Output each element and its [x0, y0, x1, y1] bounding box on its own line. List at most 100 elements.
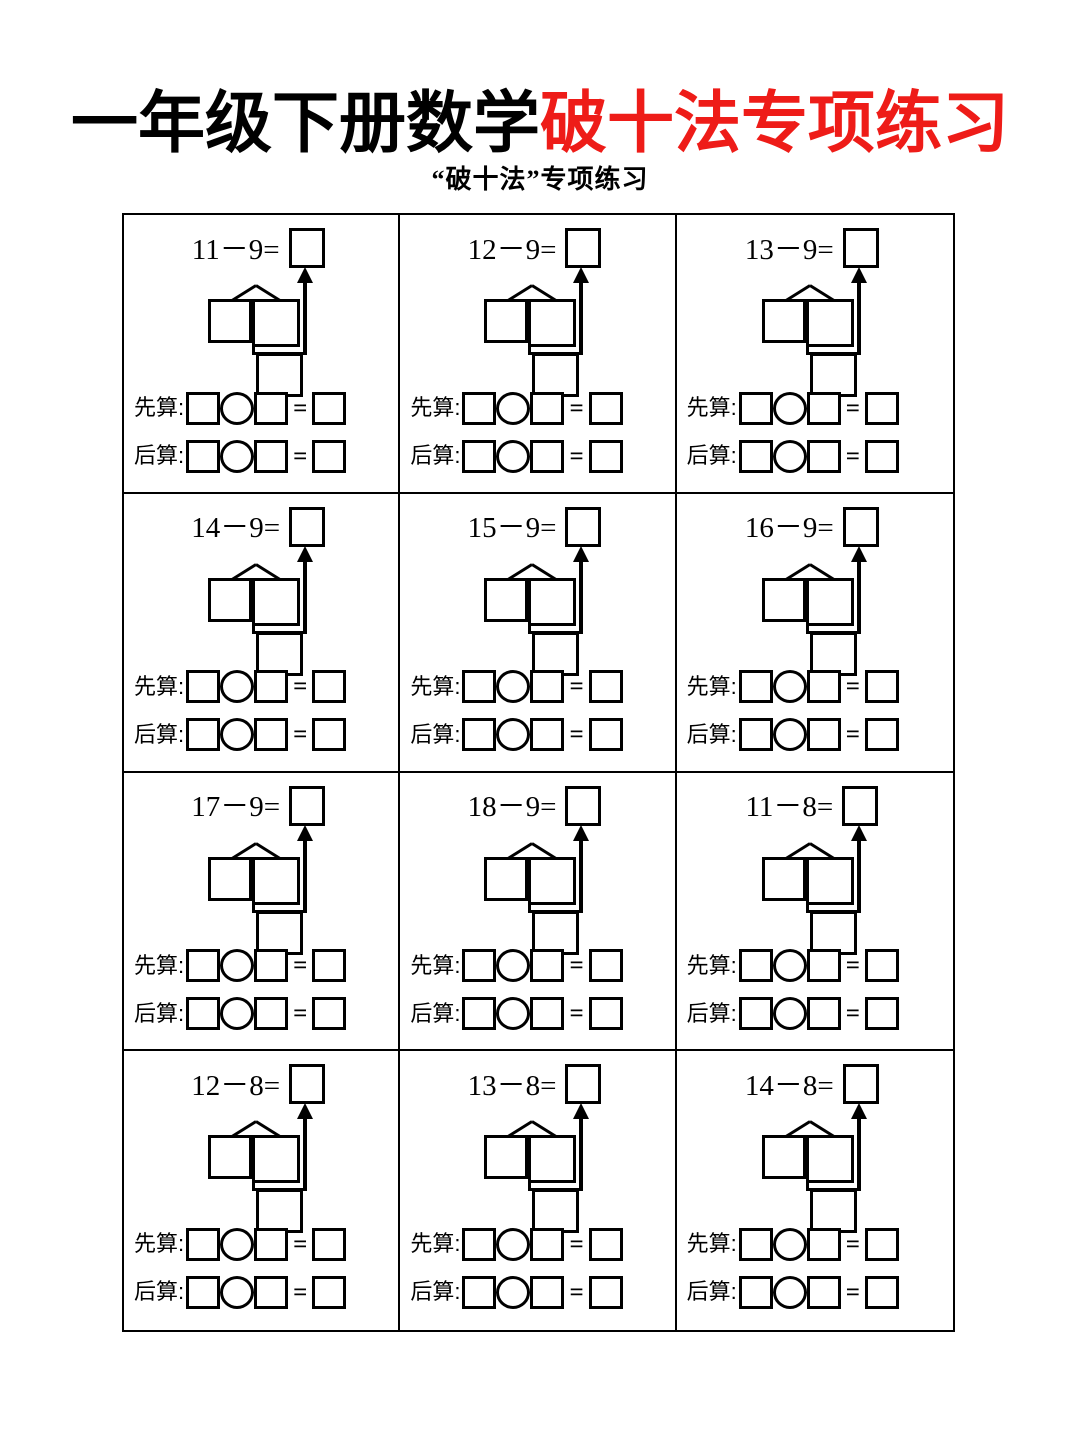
first-step-operand-b-box[interactable]	[806, 1227, 841, 1261]
first-step-operand-b-box[interactable]	[806, 391, 841, 425]
first-step-result-box[interactable]	[588, 391, 623, 425]
decomposition-box-right[interactable]	[805, 856, 854, 905]
first-step-operand-b-box[interactable]	[530, 670, 565, 704]
first-step-operator-circle[interactable]	[220, 949, 255, 982]
first-step-operator-circle[interactable]	[496, 1227, 531, 1261]
first-step-operand-a-box[interactable]	[738, 670, 773, 704]
decomposition-box-right[interactable]	[252, 577, 301, 626]
second-step-operator-circle[interactable]	[772, 439, 807, 473]
second-step-operator-circle[interactable]	[772, 997, 807, 1030]
first-step-operand-a-box[interactable]	[462, 1227, 497, 1261]
answer-box[interactable]	[289, 785, 326, 826]
second-step-operator-circle[interactable]	[772, 718, 807, 752]
second-step-operand-b-box[interactable]	[254, 1275, 289, 1309]
second-step-operand-b-box[interactable]	[806, 718, 841, 752]
first-step-operator-circle[interactable]	[220, 1227, 255, 1261]
decomposition-box-right[interactable]	[252, 299, 301, 347]
decomposition-box-left[interactable]	[484, 577, 529, 622]
answer-box[interactable]	[565, 1064, 602, 1105]
decomposition-box-left[interactable]	[208, 1135, 253, 1180]
answer-box[interactable]	[565, 785, 602, 826]
answer-box[interactable]	[842, 785, 879, 826]
first-step-operator-circle[interactable]	[772, 391, 807, 425]
decomposition-box-left[interactable]	[761, 1135, 806, 1180]
second-step-operand-a-box[interactable]	[462, 997, 497, 1030]
second-step-operand-a-box[interactable]	[738, 997, 773, 1030]
decomposition-box-left[interactable]	[484, 856, 529, 901]
second-step-operator-circle[interactable]	[220, 1275, 255, 1309]
decomposition-box-right[interactable]	[528, 1135, 577, 1184]
first-step-operand-a-box[interactable]	[186, 1227, 221, 1261]
first-step-result-box[interactable]	[312, 391, 347, 425]
decomposition-box-right[interactable]	[528, 856, 577, 905]
decomposition-box-left[interactable]	[484, 299, 529, 343]
first-step-operator-circle[interactable]	[496, 670, 531, 704]
first-step-operand-a-box[interactable]	[738, 1227, 773, 1261]
second-step-result-box[interactable]	[312, 997, 347, 1030]
first-step-operand-b-box[interactable]	[254, 1227, 289, 1261]
second-step-operator-circle[interactable]	[220, 997, 255, 1030]
second-step-result-box[interactable]	[312, 439, 347, 473]
decomposition-box-bottom[interactable]	[809, 910, 857, 955]
decomposition-box-right[interactable]	[252, 1135, 301, 1184]
first-step-result-box[interactable]	[312, 949, 347, 982]
decomposition-box-right[interactable]	[252, 856, 301, 905]
second-step-operand-b-box[interactable]	[530, 718, 565, 752]
second-step-result-box[interactable]	[865, 1275, 900, 1309]
decomposition-box-left[interactable]	[761, 856, 806, 901]
first-step-operator-circle[interactable]	[220, 391, 255, 425]
second-step-result-box[interactable]	[865, 997, 900, 1030]
second-step-operator-circle[interactable]	[496, 718, 531, 752]
answer-box[interactable]	[288, 228, 325, 268]
first-step-operator-circle[interactable]	[772, 670, 807, 704]
second-step-operand-b-box[interactable]	[806, 439, 841, 473]
decomposition-box-left[interactable]	[761, 577, 806, 622]
second-step-operand-a-box[interactable]	[186, 718, 221, 752]
second-step-operator-circle[interactable]	[496, 1275, 531, 1309]
first-step-operand-a-box[interactable]	[186, 949, 221, 982]
second-step-operand-b-box[interactable]	[254, 997, 289, 1030]
second-step-operand-a-box[interactable]	[462, 1275, 497, 1309]
decomposition-box-bottom[interactable]	[256, 910, 304, 955]
decomposition-box-right[interactable]	[528, 577, 577, 626]
decomposition-box-left[interactable]	[208, 299, 253, 343]
decomposition-box-left[interactable]	[484, 1135, 529, 1180]
second-step-result-box[interactable]	[865, 439, 900, 473]
decomposition-box-left[interactable]	[208, 577, 253, 622]
first-step-operand-b-box[interactable]	[254, 391, 289, 425]
second-step-operand-a-box[interactable]	[186, 997, 221, 1030]
first-step-result-box[interactable]	[588, 949, 623, 982]
second-step-result-box[interactable]	[588, 718, 623, 752]
second-step-operand-b-box[interactable]	[254, 718, 289, 752]
decomposition-box-bottom[interactable]	[256, 631, 304, 676]
answer-box[interactable]	[842, 1064, 879, 1105]
first-step-result-box[interactable]	[865, 1227, 900, 1261]
first-step-operator-circle[interactable]	[772, 1227, 807, 1261]
first-step-operand-a-box[interactable]	[462, 670, 497, 704]
first-step-operand-a-box[interactable]	[462, 391, 497, 425]
answer-box[interactable]	[565, 506, 602, 547]
first-step-operator-circle[interactable]	[220, 670, 255, 704]
second-step-operand-a-box[interactable]	[462, 439, 497, 473]
decomposition-box-left[interactable]	[761, 299, 806, 343]
answer-box[interactable]	[842, 506, 879, 547]
first-step-result-box[interactable]	[865, 949, 900, 982]
decomposition-box-right[interactable]	[528, 299, 577, 347]
second-step-result-box[interactable]	[312, 718, 347, 752]
second-step-operand-b-box[interactable]	[530, 439, 565, 473]
second-step-operand-a-box[interactable]	[738, 718, 773, 752]
decomposition-box-right[interactable]	[805, 299, 854, 347]
second-step-result-box[interactable]	[865, 718, 900, 752]
second-step-result-box[interactable]	[588, 1275, 623, 1309]
second-step-operand-b-box[interactable]	[806, 997, 841, 1030]
first-step-result-box[interactable]	[588, 1227, 623, 1261]
second-step-result-box[interactable]	[588, 439, 623, 473]
decomposition-box-left[interactable]	[208, 856, 253, 901]
first-step-operand-b-box[interactable]	[530, 1227, 565, 1261]
first-step-operand-b-box[interactable]	[530, 949, 565, 982]
second-step-operator-circle[interactable]	[220, 718, 255, 752]
decomposition-box-right[interactable]	[805, 577, 854, 626]
second-step-operand-a-box[interactable]	[738, 1275, 773, 1309]
first-step-operand-a-box[interactable]	[186, 391, 221, 425]
second-step-operand-a-box[interactable]	[738, 439, 773, 473]
